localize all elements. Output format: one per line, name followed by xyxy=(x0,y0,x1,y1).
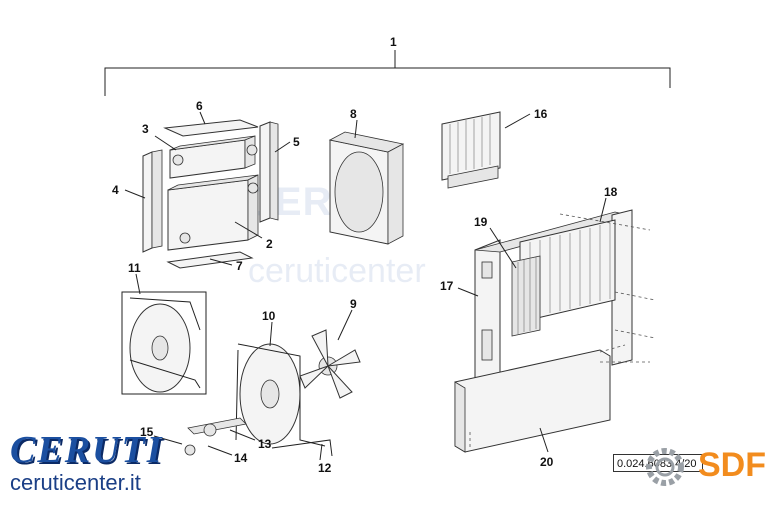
part-3-upper-cooler xyxy=(154,135,258,179)
fastener-guide-lines xyxy=(469,213,656,450)
callout-9: 9 xyxy=(350,297,357,311)
part-2-radiator xyxy=(167,174,263,251)
callout-17: 17 xyxy=(440,279,454,293)
part-11-fan-assembly xyxy=(121,273,207,395)
part-4-left-bracket xyxy=(124,149,163,253)
callout-7: 7 xyxy=(236,259,243,273)
part-18-condenser xyxy=(519,197,616,323)
part-8-fan-shroud xyxy=(328,119,405,245)
callout-1: 1 xyxy=(390,35,397,49)
part-12-bracket xyxy=(271,439,333,461)
sdf-gear-icon xyxy=(646,448,684,486)
part-17-frame xyxy=(457,209,633,421)
callout-18: 18 xyxy=(604,185,618,199)
callout-13: 13 xyxy=(258,437,272,451)
part-5-right-bracket xyxy=(259,121,291,223)
part-10-fan xyxy=(235,321,326,447)
part-19-oil-cooler xyxy=(489,227,541,337)
watermark-url: ceruticenter xyxy=(248,252,426,290)
callout-5: 5 xyxy=(293,135,300,149)
part-16-small-cooler xyxy=(441,111,531,189)
callout-19: 19 xyxy=(474,215,488,229)
callout-8: 8 xyxy=(350,107,357,121)
part-6-top-plate xyxy=(163,111,259,137)
callout-2: 2 xyxy=(266,237,273,251)
sdf-logo-text: SDF xyxy=(698,446,766,484)
callout-11: 11 xyxy=(128,261,141,275)
callout-12: 12 xyxy=(318,461,332,475)
part-13-14-15-fittings xyxy=(153,417,256,456)
callout-6: 6 xyxy=(196,99,203,113)
callout-20: 20 xyxy=(540,455,554,469)
callout-14: 14 xyxy=(234,451,248,465)
ceruti-url: ceruticenter.it xyxy=(10,470,141,495)
callout-4: 4 xyxy=(112,183,119,197)
part-20-lower-cooler xyxy=(454,344,626,453)
callout-15: 15 xyxy=(140,425,154,439)
callout-16: 16 xyxy=(534,107,548,121)
ceruti-wordmark: CERUTI xyxy=(10,429,164,471)
assembly-bracket xyxy=(104,50,671,96)
part-7-bottom-plate xyxy=(166,251,254,269)
part-9-fan-blade xyxy=(299,309,361,399)
callout-10: 10 xyxy=(262,309,276,323)
callout-3: 3 xyxy=(142,122,149,136)
callout-labels: 1 2 3 4 5 6 7 8 9 10 11 12 13 14 15 16 1… xyxy=(112,35,618,475)
